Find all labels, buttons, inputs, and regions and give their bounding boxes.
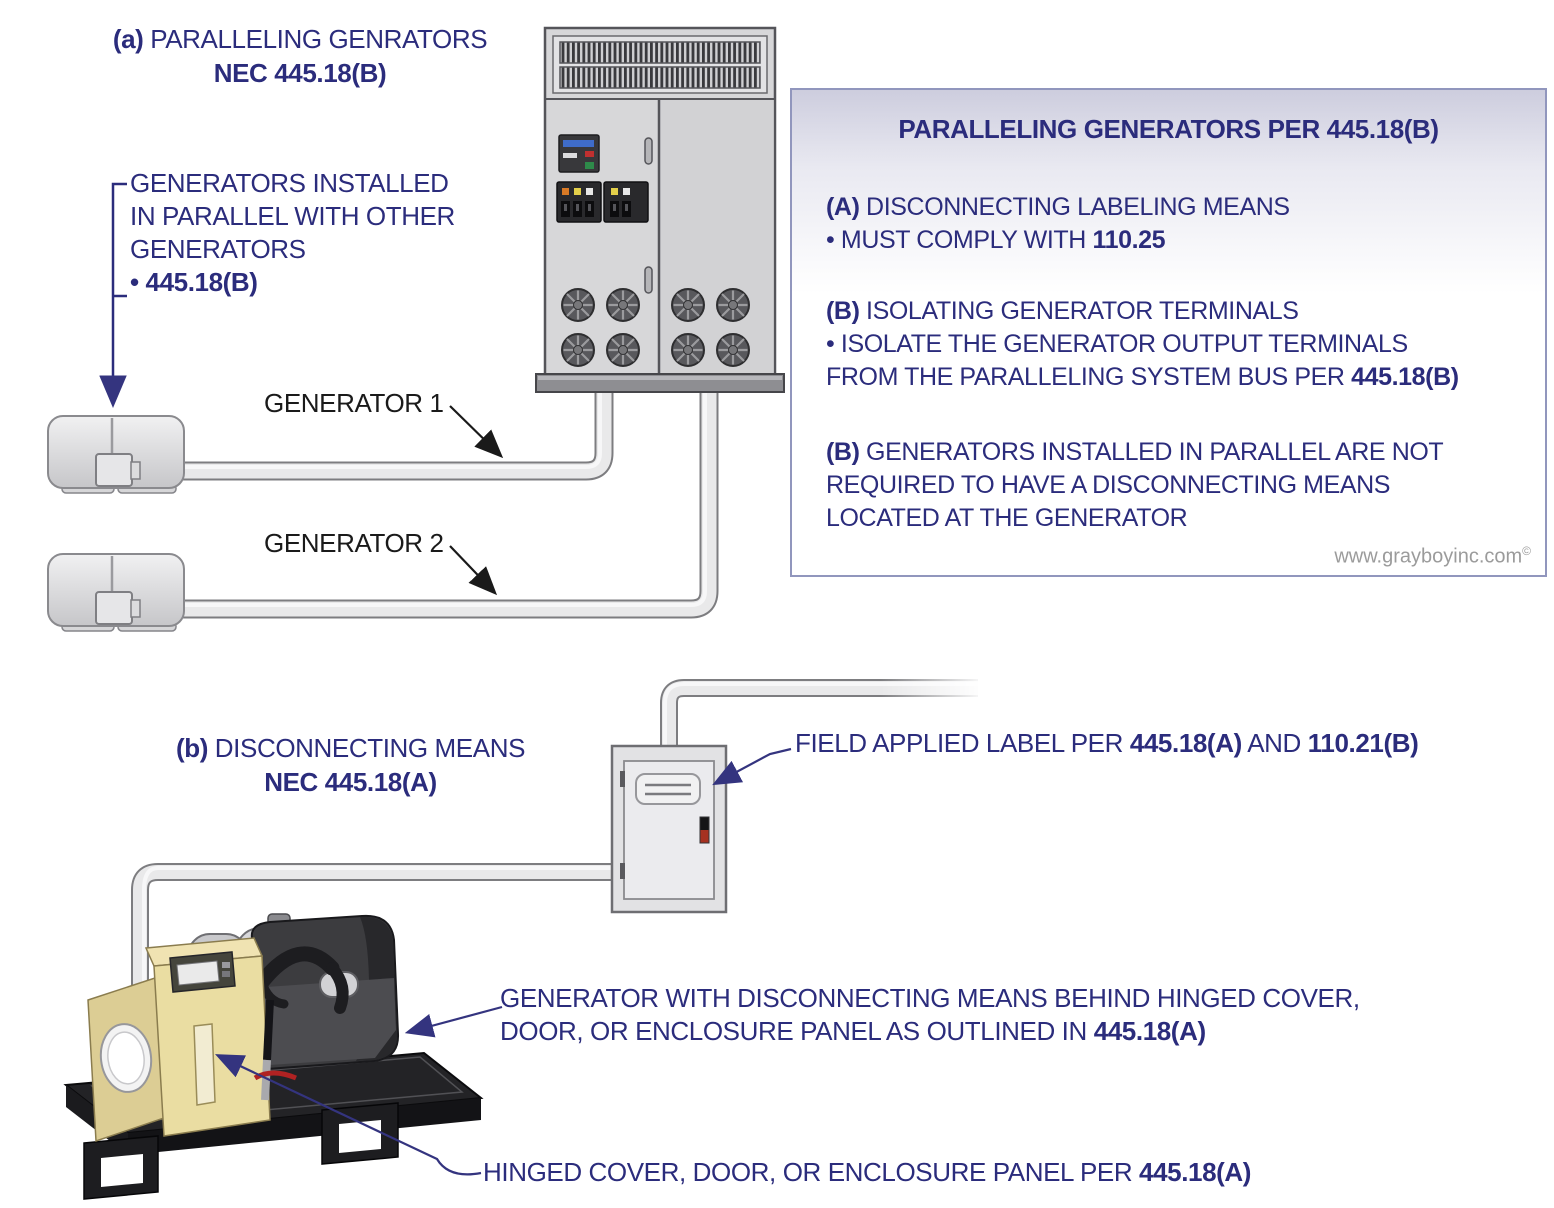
code-info-box: PARALLELING GENERATORS PER 445.18(B) (A)…: [790, 88, 1547, 577]
fan-vent: [670, 332, 706, 368]
generator-note-leader: [404, 1005, 503, 1038]
hinged-panel-slot: [193, 1023, 216, 1106]
field-label-plate: [635, 773, 701, 805]
watermark: www.grayboyinc.com©: [1334, 544, 1531, 568]
control-cabinet: [87, 937, 271, 1143]
generator2-leader: [449, 545, 498, 596]
hinge: [620, 771, 625, 787]
disconnect-panel: [610, 744, 728, 914]
hinged-cover-note: HINGED COVER, DOOR, OR ENCLOSURE PANEL P…: [483, 1157, 1252, 1187]
generator-2: [47, 553, 185, 632]
generator-1: [47, 415, 185, 494]
conduit-generator1: [136, 384, 614, 481]
fan-vent: [605, 332, 641, 368]
fan-vent: [560, 332, 596, 368]
fan-vent: [670, 287, 706, 323]
control-display: [558, 134, 600, 173]
breaker-module: [603, 181, 649, 223]
field-label-leader: [712, 747, 792, 786]
info-box-title: PARALLELING GENERATORS PER 445.18(B): [898, 114, 1439, 144]
conduit-service: [660, 672, 986, 750]
paralleling-switchgear: [535, 26, 785, 393]
info-paragraph-a: (A) DISCONNECTING LABELING MEANS • MUST …: [826, 193, 1290, 254]
callout-bracket-arrow: [113, 182, 127, 403]
hinged-note-leader: [215, 1054, 482, 1176]
panel-handle: [699, 816, 710, 844]
info-paragraph-b2: (B) GENERATORS INSTALLED IN PARALLEL ARE…: [826, 438, 1444, 532]
conduit-disconnect-to-generator: [131, 863, 616, 1040]
generator1-leader: [449, 405, 504, 459]
generator-set: [63, 913, 484, 1200]
door-handle: [644, 137, 653, 165]
red-wire: [253, 1070, 297, 1081]
conduit-generator2: [136, 384, 719, 619]
section-b-title: (b) DISCONNECTING MEANS NEC 445.18(A): [175, 733, 526, 797]
generator1-label: GENERATOR 1: [264, 388, 444, 418]
fan-vent: [605, 287, 641, 323]
hose: [254, 946, 340, 990]
dipstick-cable: [263, 999, 274, 1061]
hinge: [620, 863, 625, 879]
leader-arrows: [113, 182, 792, 1176]
skid-foot: [321, 1102, 399, 1165]
parallel-generators-callout: GENERATORS INSTALLED IN PARALLEL WITH OT…: [130, 168, 455, 297]
fan-vent: [560, 287, 596, 323]
info-paragraph-b1: (B) ISOLATING GENERATOR TERMINALS • ISOL…: [826, 297, 1459, 391]
door-handle: [644, 266, 653, 294]
field-applied-label-note: FIELD APPLIED LABEL PER 445.18(A) AND 11…: [795, 728, 1419, 758]
skid-foot: [83, 1135, 159, 1200]
hose: [326, 962, 349, 1014]
fan-vent: [715, 287, 751, 323]
breaker-module: [556, 181, 602, 223]
generator-disconnect-note: GENERATOR WITH DISCONNECTING MEANS BEHIN…: [500, 983, 1360, 1046]
section-a-title: (a) PARALLELING GENRATORS NEC 445.18(B): [112, 24, 488, 88]
fan-vent: [715, 332, 751, 368]
generator2-label: GENERATOR 2: [264, 528, 444, 558]
